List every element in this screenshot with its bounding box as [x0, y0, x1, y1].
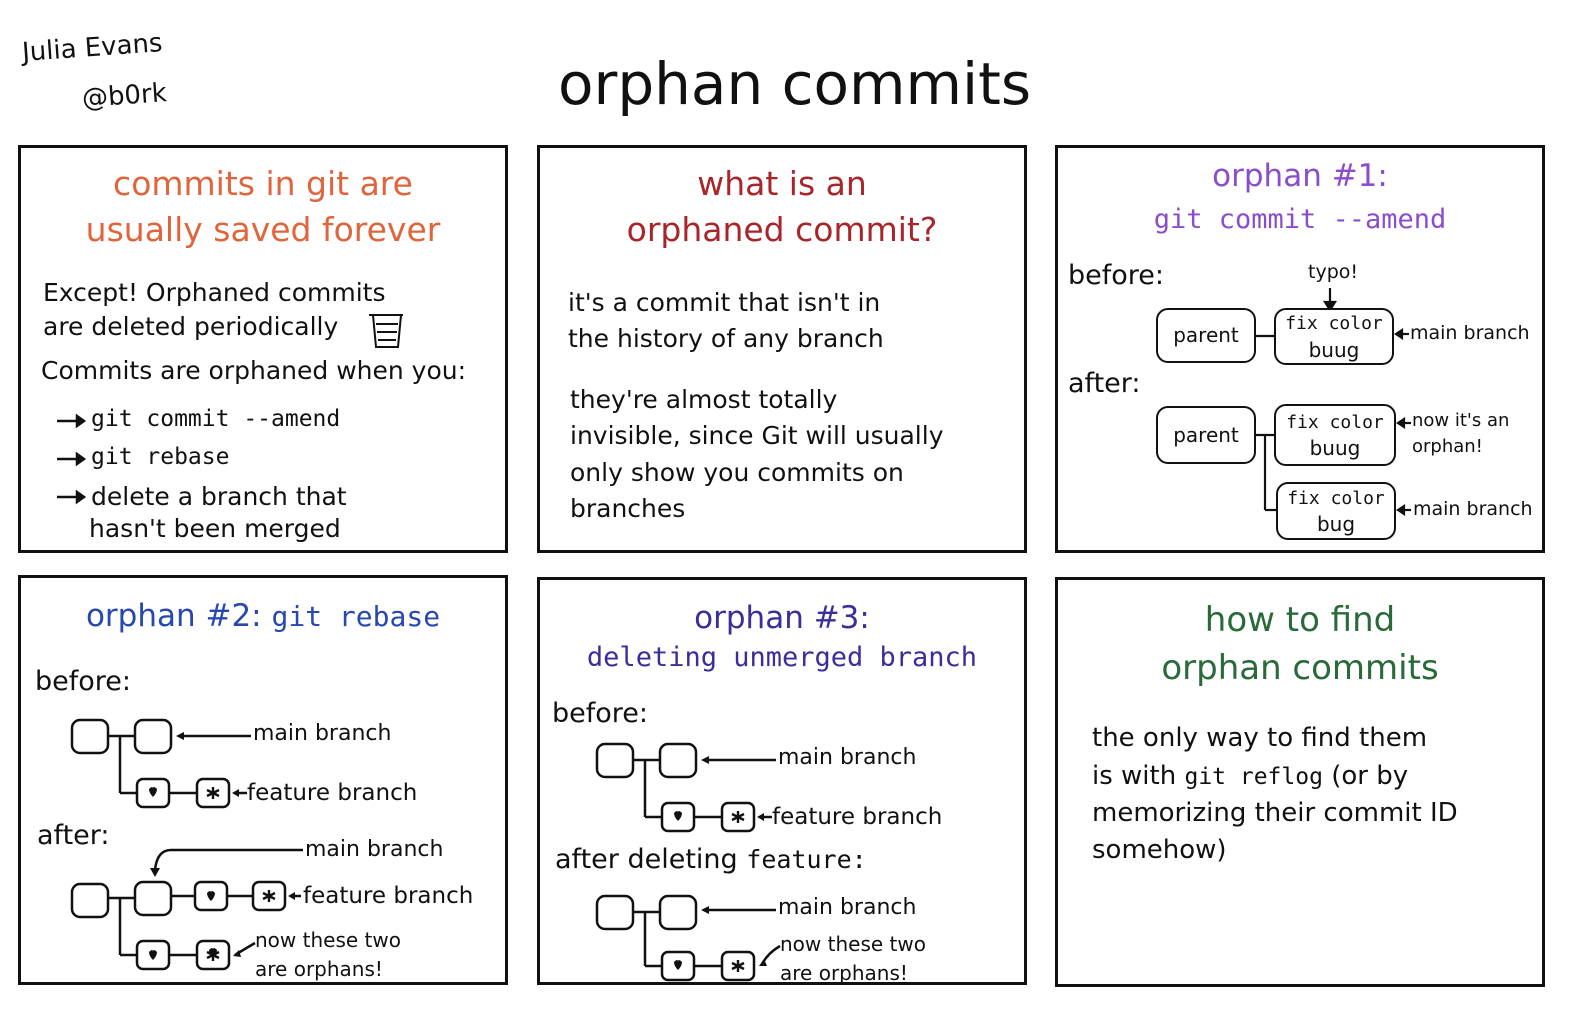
panel-title-line1: orphan #1: — [1212, 158, 1388, 194]
label-main-branch-before: main branch — [778, 745, 917, 770]
label-main-branch-before: main branch — [253, 721, 392, 746]
panel-title-line2: git commit --amend — [1153, 204, 1447, 235]
panel-saved-forever: commits in git are usually saved forever… — [18, 145, 508, 553]
panel-title-line1: how to find — [1204, 600, 1396, 640]
amend-diagram-lines — [1255, 288, 1411, 517]
label-typo: typo! — [1308, 261, 1358, 283]
panel-orphan-amend: orphan #1: git commit --amend before: ty… — [1055, 145, 1545, 553]
text-para2-line1: they're almost totally — [570, 385, 838, 414]
text-para1-line1: it's a commit that isn't in — [568, 288, 881, 317]
commit-parent-after: parent — [1156, 406, 1256, 464]
label-after: after: — [37, 820, 110, 851]
label-now-orphan-line2: orphan! — [1412, 436, 1483, 457]
text-line3: memorizing their commit ID — [1092, 798, 1458, 828]
label-main-branch-before: main branch — [1410, 322, 1530, 344]
page-title: orphan commits — [558, 50, 1032, 118]
label-before: before: — [552, 698, 648, 729]
text-line1: the only way to find them — [1092, 723, 1428, 753]
panel-title: orphan #2: git rebase — [85, 598, 441, 634]
label-after-deleting: after deleting feature: — [555, 844, 867, 875]
bullet-delete-branch: delete a branch that — [91, 482, 347, 511]
commit-parent-before: parent — [1156, 308, 1256, 363]
label-feature-branch-before: feature branch — [772, 804, 943, 830]
label-after: after: — [1068, 368, 1141, 399]
panel-orphan-delete-branch: orphan #3: deleting unmerged branch befo… — [537, 577, 1027, 985]
bullet-rebase: git rebase — [91, 444, 230, 470]
panel-title-line2: usually saved forever — [85, 210, 441, 249]
label-now-orphan-line1: now it's an — [1412, 410, 1510, 431]
panel-title-line2: deleting unmerged branch — [586, 642, 978, 673]
text-para1-line2: the history of any branch — [568, 324, 884, 353]
label-orphans-line1: now these two — [780, 932, 926, 956]
panel-title-line1: what is an — [697, 164, 867, 203]
git-reflog-command: git reflog — [1184, 764, 1323, 790]
panel-title-line1: orphan #3: — [694, 600, 870, 636]
label-before: before: — [35, 666, 131, 697]
delete-branch-diagram — [595, 742, 781, 982]
author-handle: @b0rk — [81, 78, 168, 114]
label-main-branch-after: main branch — [778, 895, 917, 920]
panel-what-is-orphaned: what is an orphaned commit? it's a commi… — [537, 145, 1027, 553]
text-except: Except! Orphaned commits — [43, 278, 386, 307]
text-orphaned-when: Commits are orphaned when you: — [41, 356, 467, 385]
panel-title-line2: orphan commits — [1161, 648, 1439, 688]
text-deleted: are deleted periodically — [43, 312, 339, 341]
panel-find-orphans: how to find orphan commits the only way … — [1055, 577, 1545, 987]
label-orphans-line2: are orphans! — [255, 957, 383, 981]
bullet-amend: git commit --amend — [91, 406, 341, 432]
label-orphans-line2: are orphans! — [780, 961, 908, 985]
text-para2-line2: invisible, since Git will usually — [570, 421, 944, 450]
rebase-diagram — [70, 718, 303, 971]
text-line4: somehow) — [1092, 835, 1227, 865]
bullet-arrow-icons — [57, 413, 87, 505]
author-name: Julia Evans — [21, 28, 164, 68]
label-feature-branch-after: feature branch — [303, 883, 474, 909]
label-feature-branch-before: feature branch — [247, 780, 418, 806]
label-before: before: — [1068, 260, 1164, 291]
trash-can-icon — [369, 314, 403, 348]
label-main-branch-after: main branch — [305, 837, 444, 862]
panel-title-line1: commits in git are — [113, 164, 413, 203]
text-para2-line4: branches — [570, 494, 686, 523]
label-main-branch-after: main branch — [1413, 498, 1533, 520]
bullet-not-merged: hasn't been merged — [89, 514, 341, 543]
label-orphans-line1: now these two — [255, 928, 401, 952]
panel-orphan-rebase: orphan #2: git rebase before: — [18, 575, 508, 985]
panel-title-line2: orphaned commit? — [626, 210, 938, 249]
text-para2-line3: only show you commits on — [570, 458, 904, 487]
text-line2: is with git reflog (or by — [1092, 761, 1409, 791]
